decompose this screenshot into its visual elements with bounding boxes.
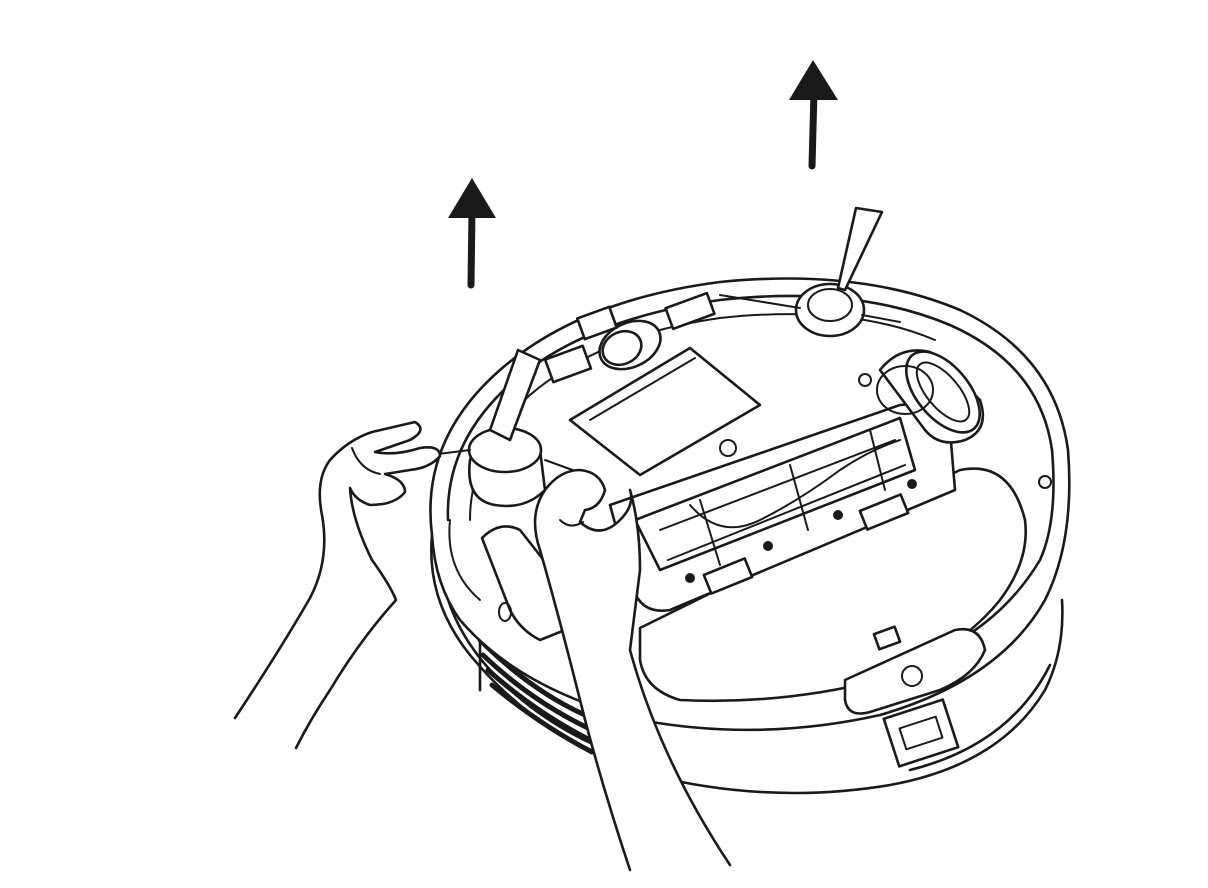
caster-wheel: [543, 291, 716, 384]
bin-latch: [882, 698, 960, 768]
robot-vacuum: [429, 206, 1071, 795]
hand-right: [533, 468, 732, 872]
side-brush-left: [429, 348, 601, 508]
dustbin-panel: [638, 467, 1027, 768]
up-arrow-right-icon: [789, 60, 838, 170]
hand-left: [233, 420, 442, 750]
side-brush-right: [719, 206, 901, 338]
battery-cover: [568, 346, 762, 477]
robot-side-wall: [430, 533, 1064, 795]
up-arrow-left-icon: [448, 178, 496, 289]
drive-wheel: [876, 349, 985, 444]
